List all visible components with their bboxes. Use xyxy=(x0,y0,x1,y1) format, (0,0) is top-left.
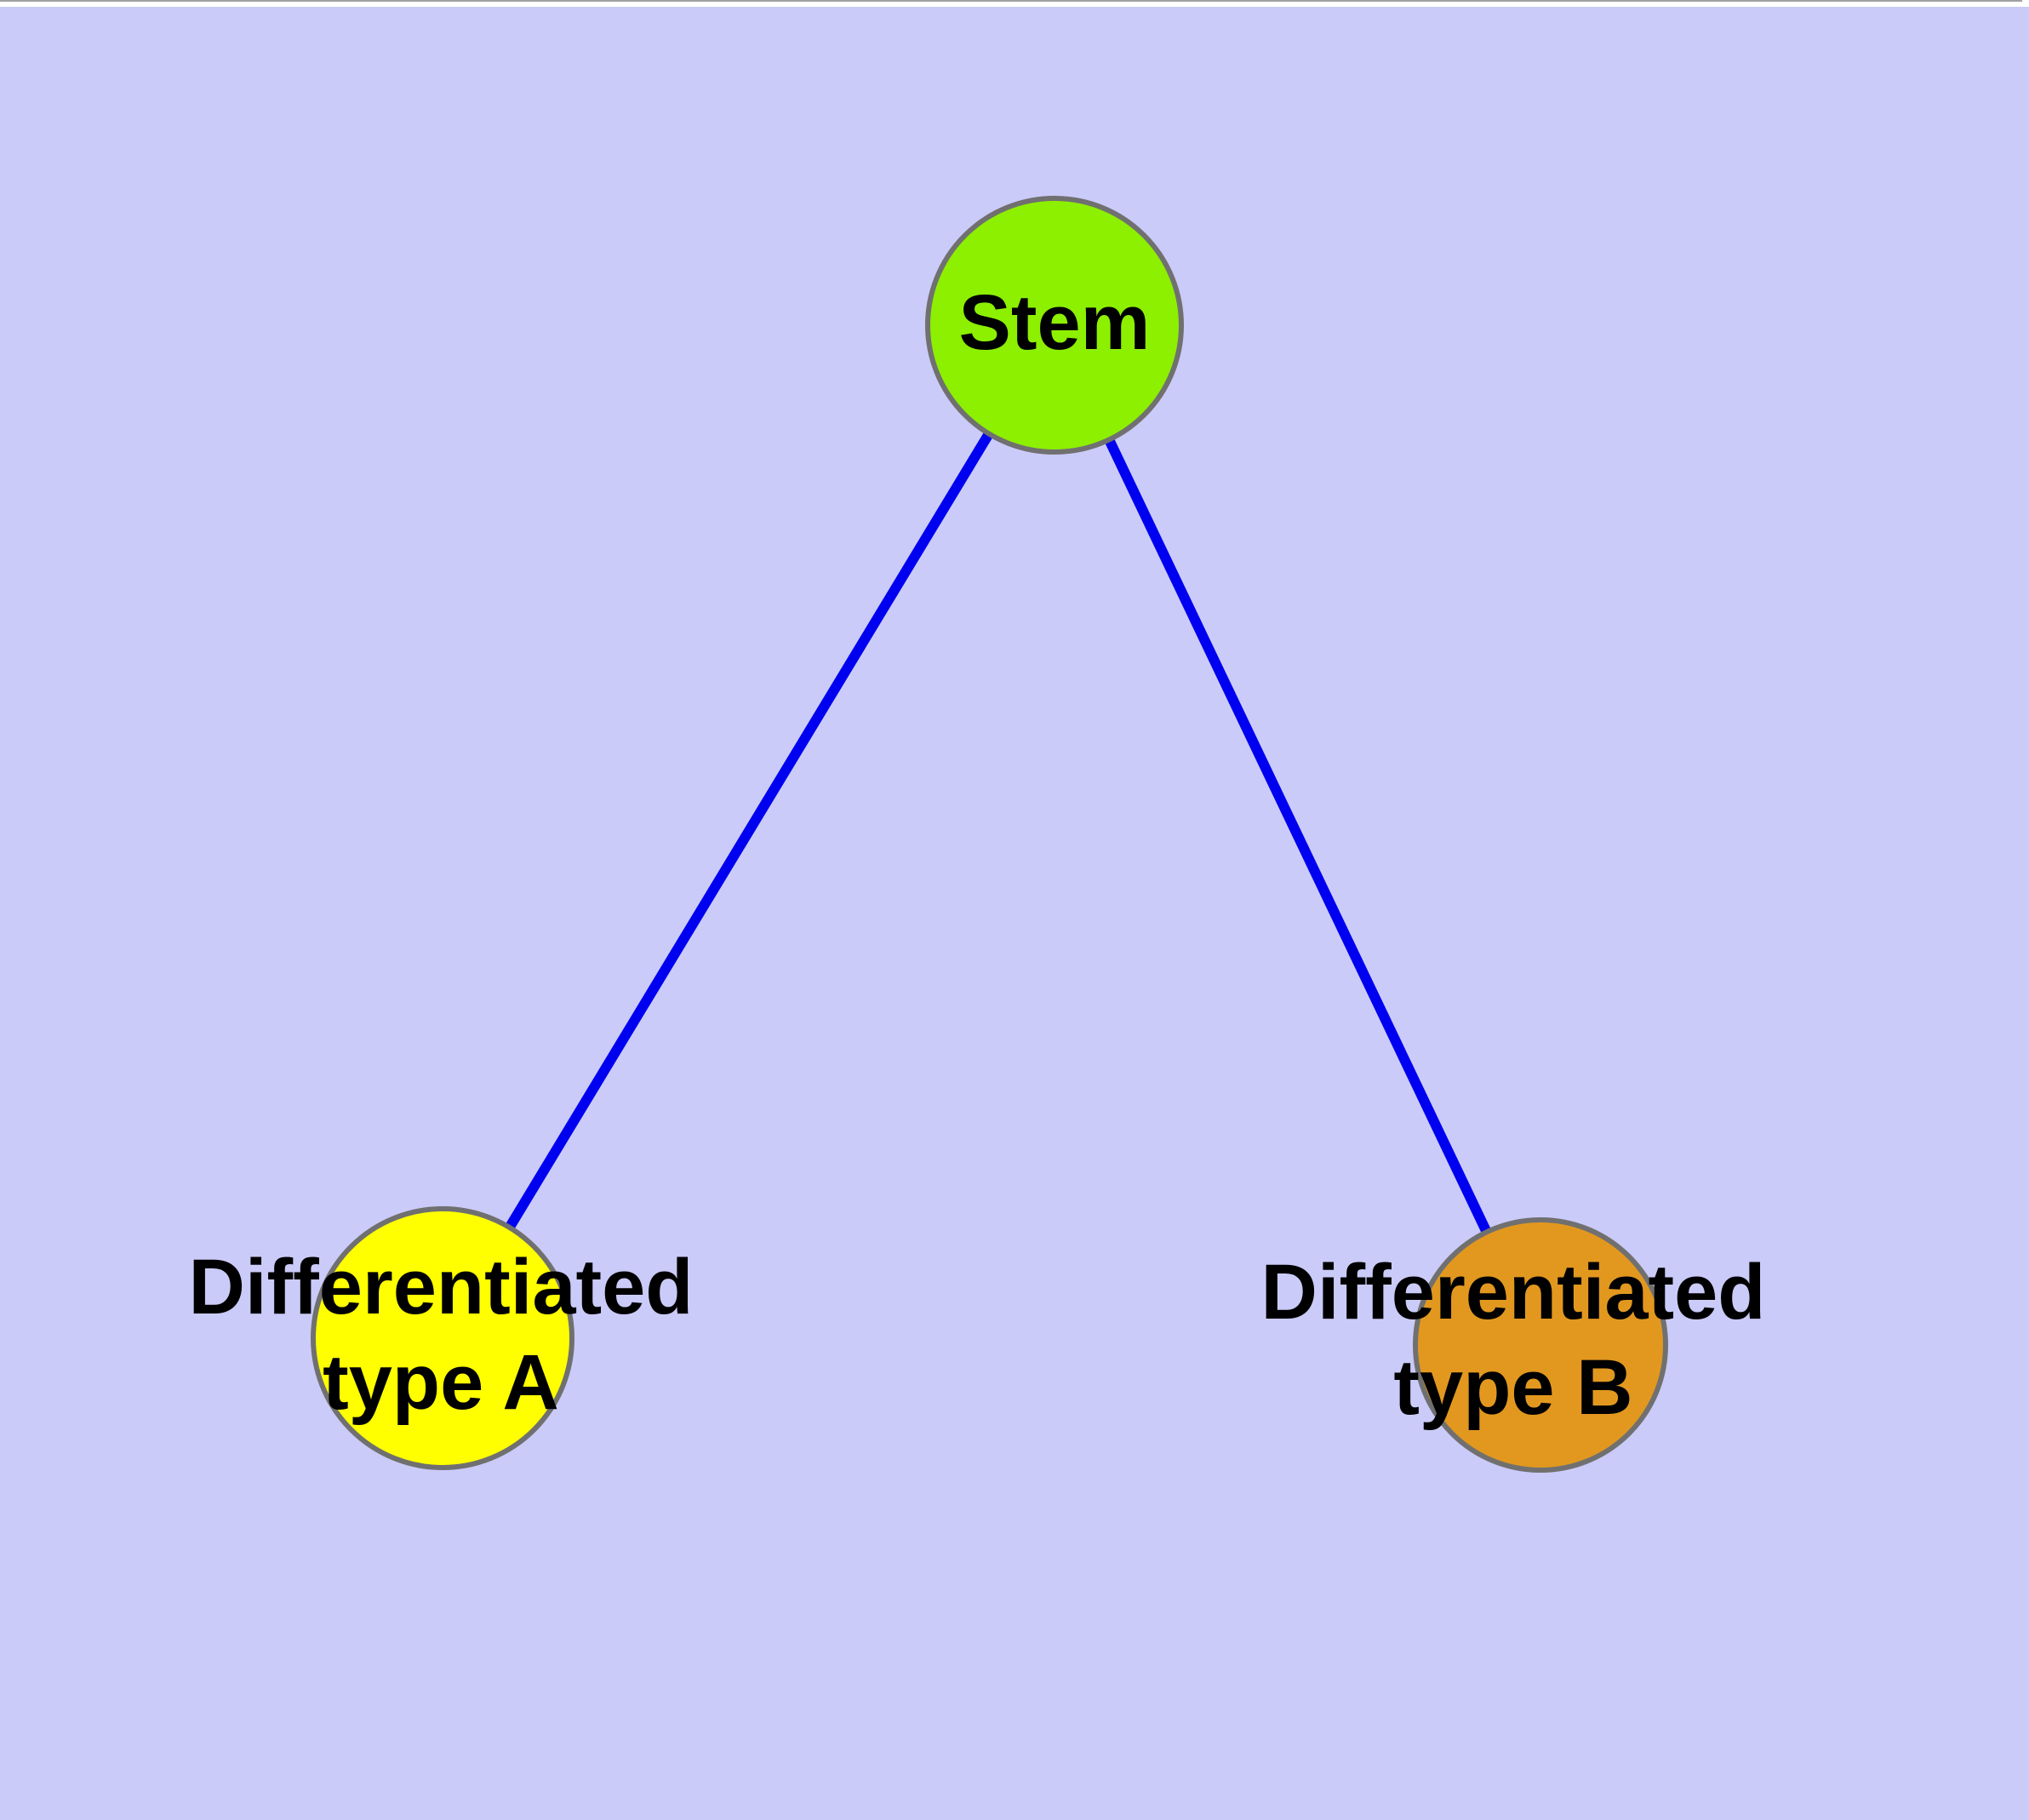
type-b-label-line2: type B xyxy=(1393,1344,1633,1431)
diagram-canvas: Stem Differentiated type A Differentiate… xyxy=(0,7,2029,1820)
stem-node-label: Stem xyxy=(958,279,1151,366)
network-graph-svg xyxy=(311,196,1668,1473)
type-b-node-label: Differentiated type B xyxy=(1261,1245,1766,1435)
type-a-label-line2: type A xyxy=(323,1339,559,1426)
type-a-node xyxy=(311,1206,574,1470)
edge-stem-to-type-b xyxy=(1049,323,1546,1348)
edge-stem-to-type-a xyxy=(437,322,1060,1342)
type-a-node-label: Differentiated type A xyxy=(189,1239,694,1430)
stem-node xyxy=(925,196,1184,455)
type-a-label-line1: Differentiated xyxy=(188,1244,694,1331)
type-b-node xyxy=(1413,1217,1668,1473)
window-top-border xyxy=(0,0,2022,2)
type-b-label-line1: Differentiated xyxy=(1260,1249,1766,1336)
